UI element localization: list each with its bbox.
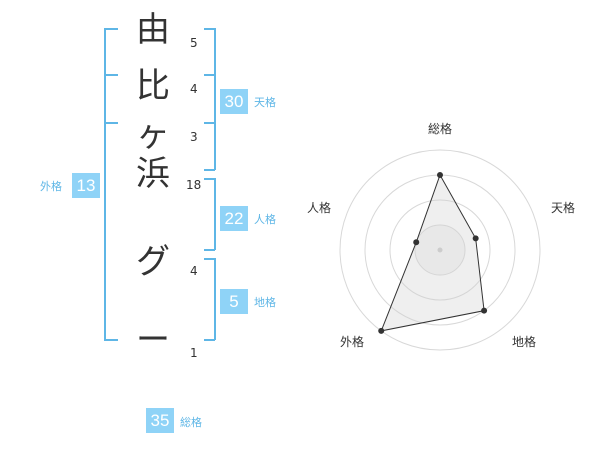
- soukaku-value: 35: [146, 408, 174, 433]
- radar-point: [481, 307, 488, 314]
- radar-axis-label-1: 総格: [428, 121, 452, 136]
- name-char-3: ヶ: [136, 115, 170, 155]
- radar-axis-label-2: 天格: [551, 200, 575, 215]
- radar-polygon: [380, 173, 485, 332]
- jinkaku-label: 人格: [254, 213, 276, 226]
- name-char-5: グ: [136, 242, 170, 282]
- chikaku-label: 地格: [254, 296, 276, 309]
- radar-center-dot: [437, 247, 443, 253]
- soukaku-label: 総格: [180, 416, 202, 429]
- stroke-count-5: 4: [190, 264, 198, 278]
- name-char-4: 浜: [136, 154, 170, 194]
- radar-axis-label-4: 外格: [340, 334, 364, 349]
- stroke-count-6: 1: [190, 346, 198, 360]
- radar-ring: [339, 149, 541, 351]
- radar-point: [437, 172, 443, 178]
- jinkaku-value: 22: [220, 206, 248, 231]
- chikaku-value: 5: [220, 289, 248, 314]
- radar-point: [378, 327, 385, 334]
- stroke-count-4: 18: [186, 178, 202, 192]
- stroke-count-2: 4: [190, 82, 198, 96]
- tenkaku-value: 30: [220, 89, 248, 114]
- stroke-count-1: 5: [190, 36, 198, 50]
- radar-axis-label-3: 地格: [512, 334, 536, 349]
- gaikaku-value: 13: [72, 173, 100, 198]
- radar-ring: [389, 199, 491, 301]
- tenkaku-label: 天格: [254, 96, 276, 109]
- radar-point: [413, 239, 420, 246]
- stroke-count-3: 3: [190, 130, 198, 144]
- radar-point: [472, 235, 479, 242]
- name-char-2: 比: [136, 66, 170, 106]
- name-char-6: ー: [136, 320, 170, 360]
- gaikaku-label: 外格: [40, 180, 62, 193]
- name-char-1: 由: [136, 10, 170, 50]
- radar-axis-label-5: 人格: [307, 200, 331, 215]
